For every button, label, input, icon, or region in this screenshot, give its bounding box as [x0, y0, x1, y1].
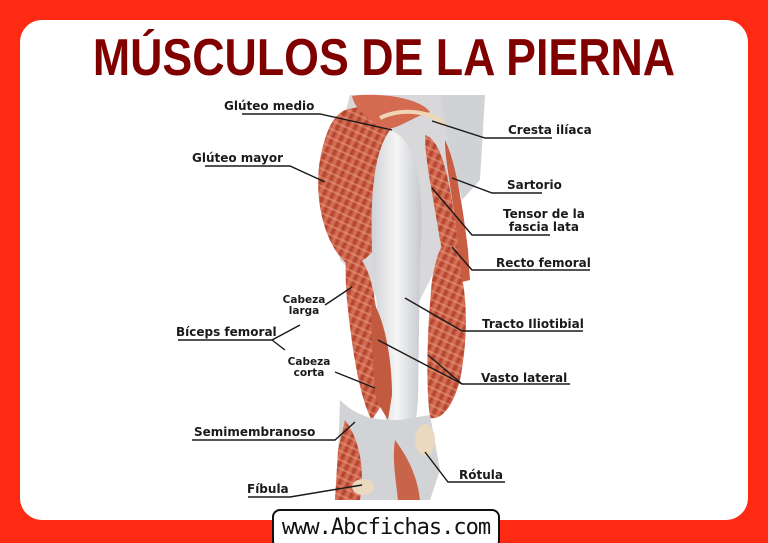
vastus-lateralis-shape — [427, 240, 466, 419]
label-gluteo-medio: Glúteo medio — [224, 99, 315, 113]
label-sartorio: Sartorio — [507, 178, 562, 192]
label-vasto-lateral: Vasto lateral — [481, 371, 568, 385]
label-gluteo-mayor: Glúteo mayor — [192, 151, 284, 165]
label-cabeza-corta: Cabeza corta — [287, 356, 331, 379]
label-rotula: Rótula — [459, 468, 503, 482]
page-title: MÚSCULOS DE LA PIERNA — [92, 29, 676, 87]
iliac-crest-shape — [379, 109, 447, 127]
iliotibial-band-shape — [371, 130, 422, 480]
label-cresta-iliaca: Cresta ilíaca — [508, 123, 592, 137]
biceps-short-head-shape — [371, 300, 392, 420]
label-tracto-iliotibial: Tracto Iliotibial — [482, 317, 584, 331]
label-cabeza-larga: Cabeza larga — [282, 294, 326, 317]
patella-shape — [415, 424, 435, 456]
label-biceps-femoral: Bíceps femoral — [176, 325, 277, 339]
label-fibula: Fíbula — [247, 482, 289, 496]
website-link[interactable]: www.Abcfichas.com — [272, 509, 500, 543]
label-recto-femoral: Recto femoral — [496, 256, 591, 270]
gluteus-medius-shape — [352, 94, 430, 129]
label-semimembranoso: Semimembranoso — [194, 425, 316, 439]
leader-lines — [178, 113, 590, 498]
sartorius-shape — [445, 140, 470, 282]
fibula-head-shape — [352, 479, 374, 495]
label-tensor-fascia-lata: Tensor de la fascia lata — [503, 207, 585, 234]
